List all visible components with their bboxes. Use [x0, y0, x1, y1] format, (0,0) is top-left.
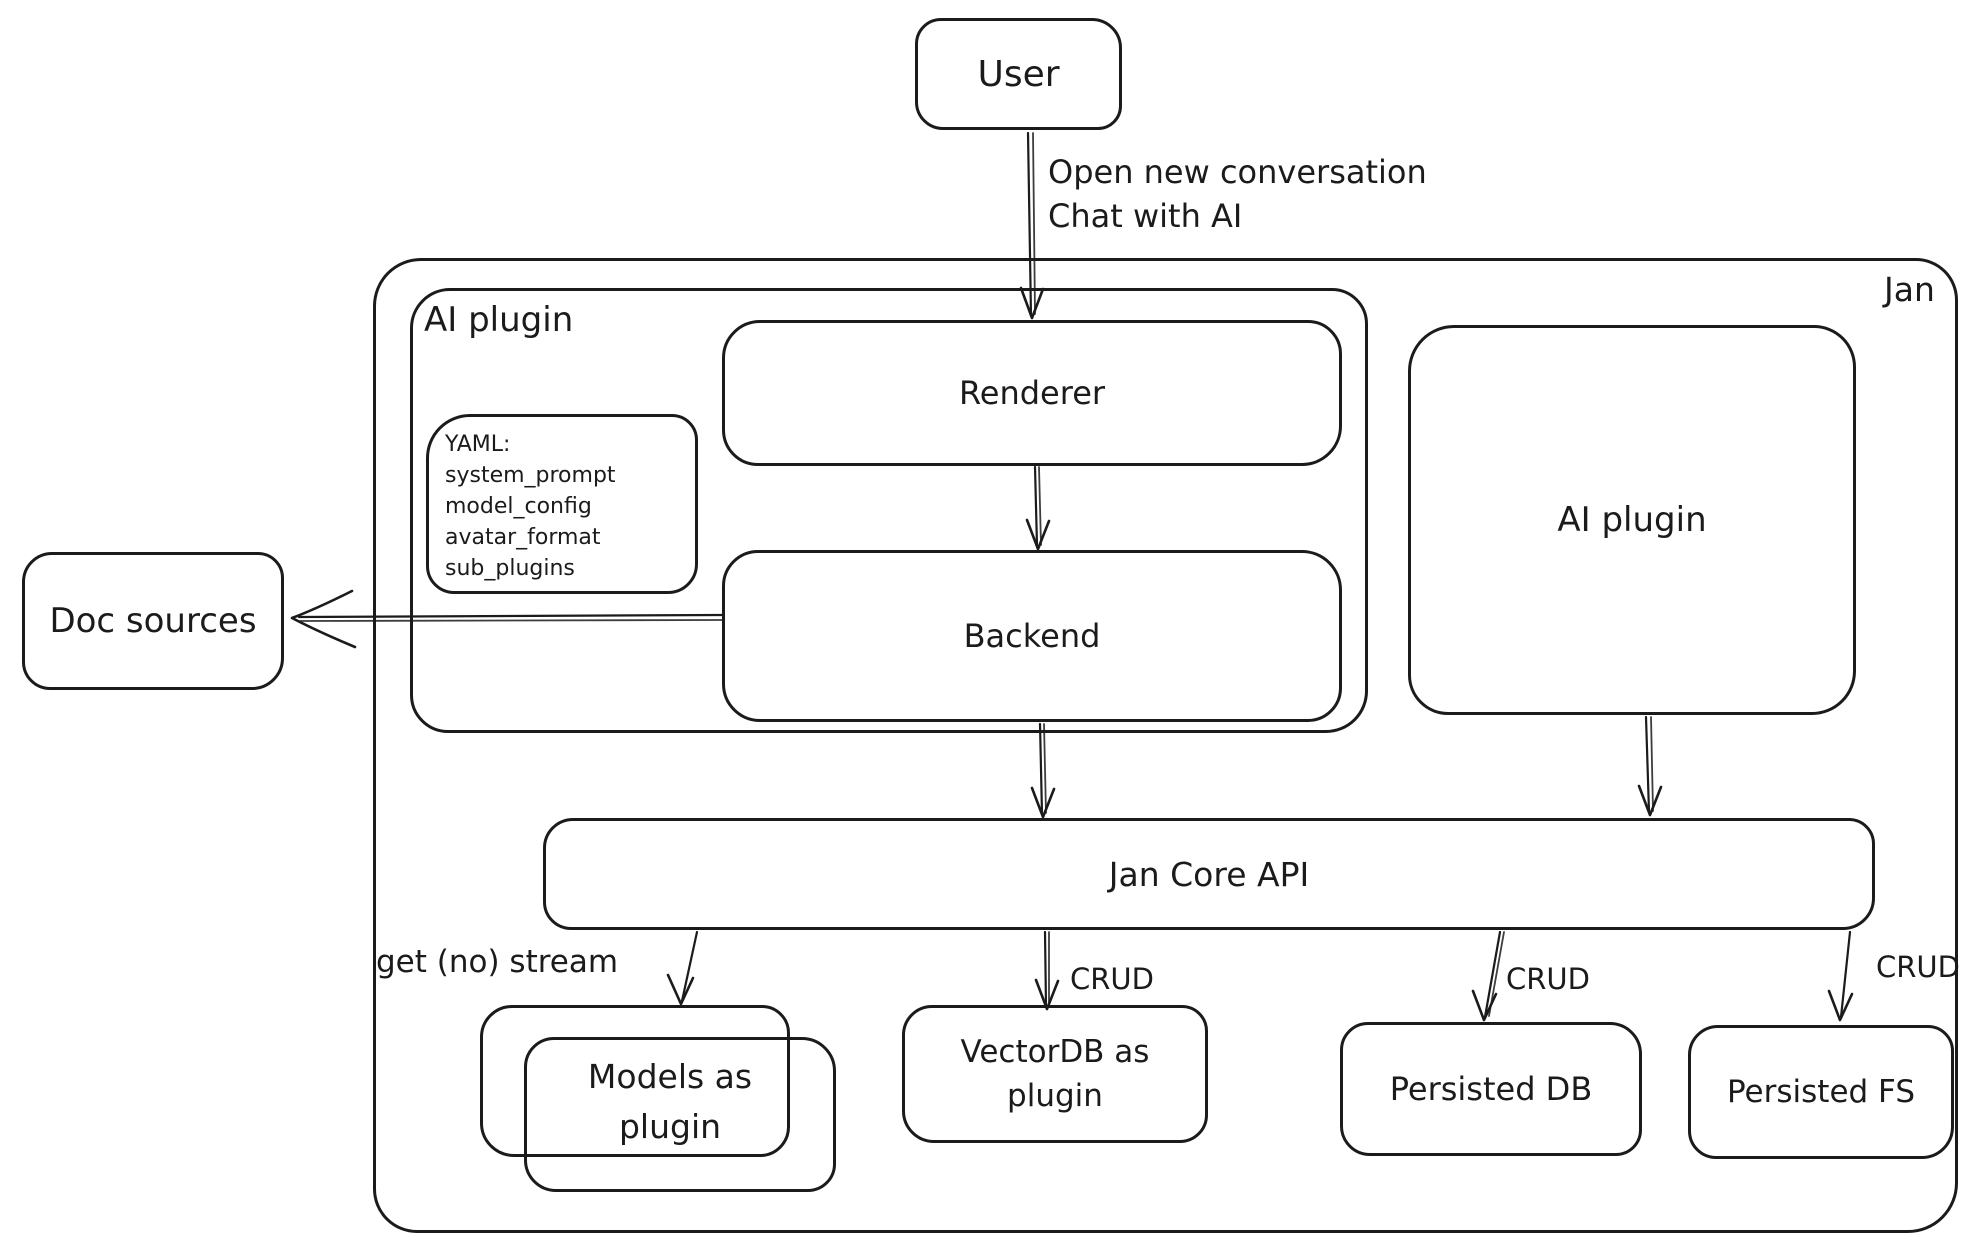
node-vectordb-as-plugin: VectorDB as plugin — [902, 1005, 1208, 1143]
node-models-as-plugin-back — [480, 1005, 790, 1157]
yaml-note-title: YAML: — [445, 432, 511, 457]
edge-label-user-to-renderer: Open new conversation Chat with AI — [1048, 153, 1427, 235]
ai-plugin-group-box — [410, 288, 1368, 733]
edge-label-crud-persisted-db: CRUD — [1506, 962, 1590, 996]
ai-plugin-group-label: AI plugin — [424, 300, 574, 340]
edge-label-crud-vectordb: CRUD — [1070, 962, 1154, 996]
jan-container-label: Jan — [1884, 270, 1935, 309]
models-as-plugin-label: Models as plugin — [587, 1057, 753, 1146]
node-backend: Backend — [722, 550, 1342, 722]
node-models-as-plugin-front — [524, 1037, 836, 1192]
node-renderer: Renderer — [722, 320, 1342, 466]
yaml-note-line: sub_plugins — [445, 556, 575, 581]
node-persisted-fs: Persisted FS — [1688, 1025, 1954, 1159]
yaml-note-line: avatar_format — [445, 525, 601, 550]
yaml-note-line: model_config — [445, 494, 592, 519]
node-jan-core-api: Jan Core API — [543, 818, 1875, 930]
node-yaml-note: YAML: system_prompt model_config avatar_… — [426, 414, 698, 594]
node-doc-sources: Doc sources — [22, 552, 284, 690]
edge-label-crud-persisted-fs: CRUD — [1876, 950, 1960, 984]
node-persisted-db: Persisted DB — [1340, 1022, 1642, 1156]
jan-container-box — [373, 258, 1958, 1233]
node-ai-plugin-right: AI plugin — [1408, 325, 1856, 715]
node-user: User — [915, 18, 1122, 130]
yaml-note-line: system_prompt — [445, 463, 616, 488]
edge-label-get-no-stream: get (no) stream — [376, 944, 619, 980]
